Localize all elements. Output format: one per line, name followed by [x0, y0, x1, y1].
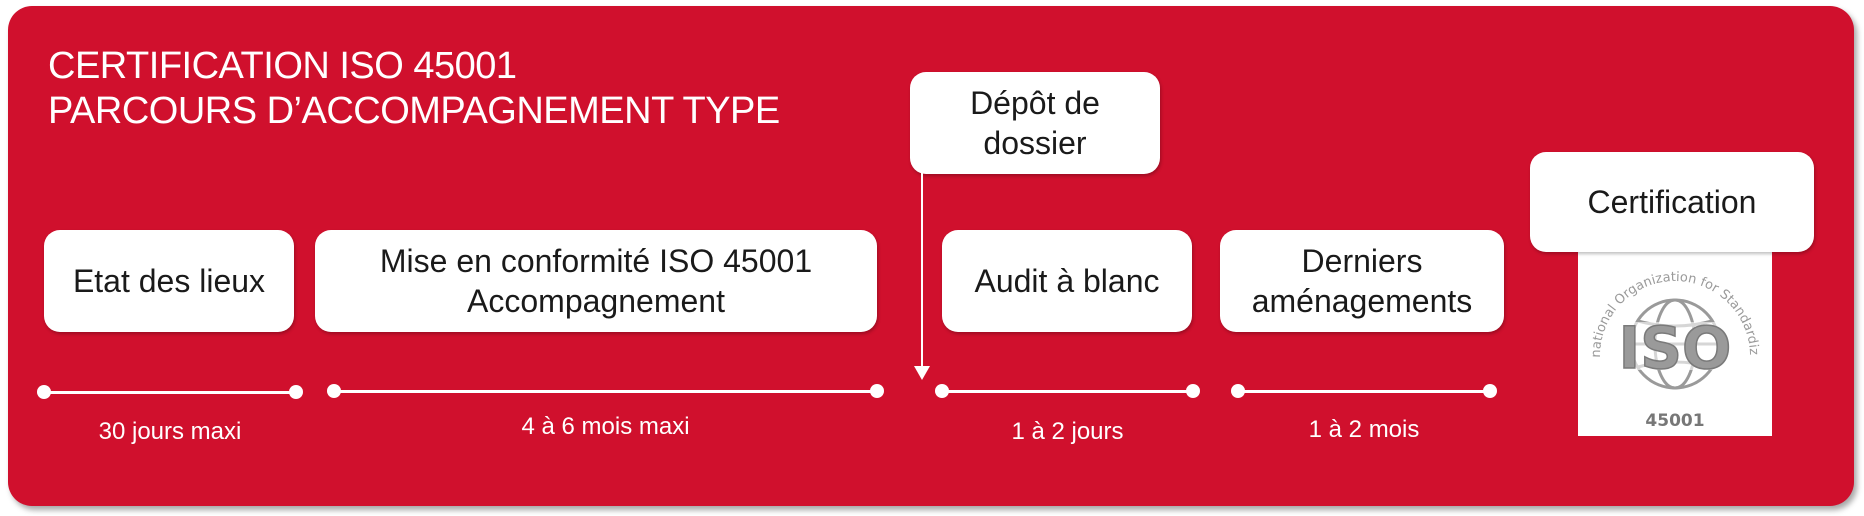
iso-number: 45001: [1645, 411, 1704, 431]
step-label: Mise en conformité ISO 45001: [379, 243, 813, 279]
step-label: Derniers: [1301, 243, 1423, 279]
step-etat-des-lieux: Etat des lieux: [44, 230, 294, 332]
step-audit-a-blanc: Audit à blanc: [942, 230, 1192, 332]
duration-label: 30 jours maxi: [98, 418, 242, 445]
step-label: Audit à blanc: [974, 263, 1160, 299]
diagram-title: CERTIFICATION ISO 45001 PARCOURS D’ACCOM…: [48, 44, 780, 134]
step-sublabel: Accompagnement: [467, 283, 725, 319]
timeline-dot: [935, 384, 949, 398]
milestone-label: Dépôt de: [970, 85, 1100, 121]
timeline-dot: [37, 385, 51, 399]
timeline-dot: [1483, 384, 1497, 398]
duration-label: 1 à 2 mois: [1308, 416, 1420, 443]
milestone-sublabel: dossier: [983, 125, 1087, 161]
milestone-arrow-line: [921, 172, 923, 368]
iso-logo-icon: International Organization for Standardi…: [1574, 235, 1761, 431]
step-sublabel: aménagements: [1251, 283, 1473, 319]
arrow-down-icon: [914, 366, 930, 380]
timeline-dot: [1231, 384, 1245, 398]
timeline-dot: [289, 385, 303, 399]
timeline-3: [942, 390, 1193, 393]
duration-label: 4 à 6 mois maxi: [521, 413, 690, 440]
certification-box: Certification: [1530, 152, 1814, 252]
step-label: Etat des lieux: [72, 263, 266, 299]
timeline-dot: [870, 384, 884, 398]
step-derniers-amenagements: Derniers aménagements: [1220, 230, 1504, 332]
timeline-4: [1238, 390, 1490, 393]
title-line-1: CERTIFICATION ISO 45001: [48, 45, 517, 87]
iso-logo-card: International Organization for Standardi…: [1574, 235, 1772, 436]
timeline-1: [44, 391, 296, 394]
iso-letters: ISO: [1619, 314, 1732, 382]
timeline-dot: [327, 384, 341, 398]
milestone-depot-de-dossier: Dépôt de dossier: [910, 72, 1160, 174]
timeline-2: [334, 390, 877, 393]
timeline-dot: [1186, 384, 1200, 398]
certification-label: Certification: [1587, 184, 1757, 220]
title-line-2: PARCOURS D’ACCOMPAGNEMENT TYPE: [48, 90, 780, 132]
step-mise-en-conformite: Mise en conformité ISO 45001 Accompagnem…: [315, 230, 877, 332]
duration-label: 1 à 2 jours: [1011, 418, 1124, 445]
